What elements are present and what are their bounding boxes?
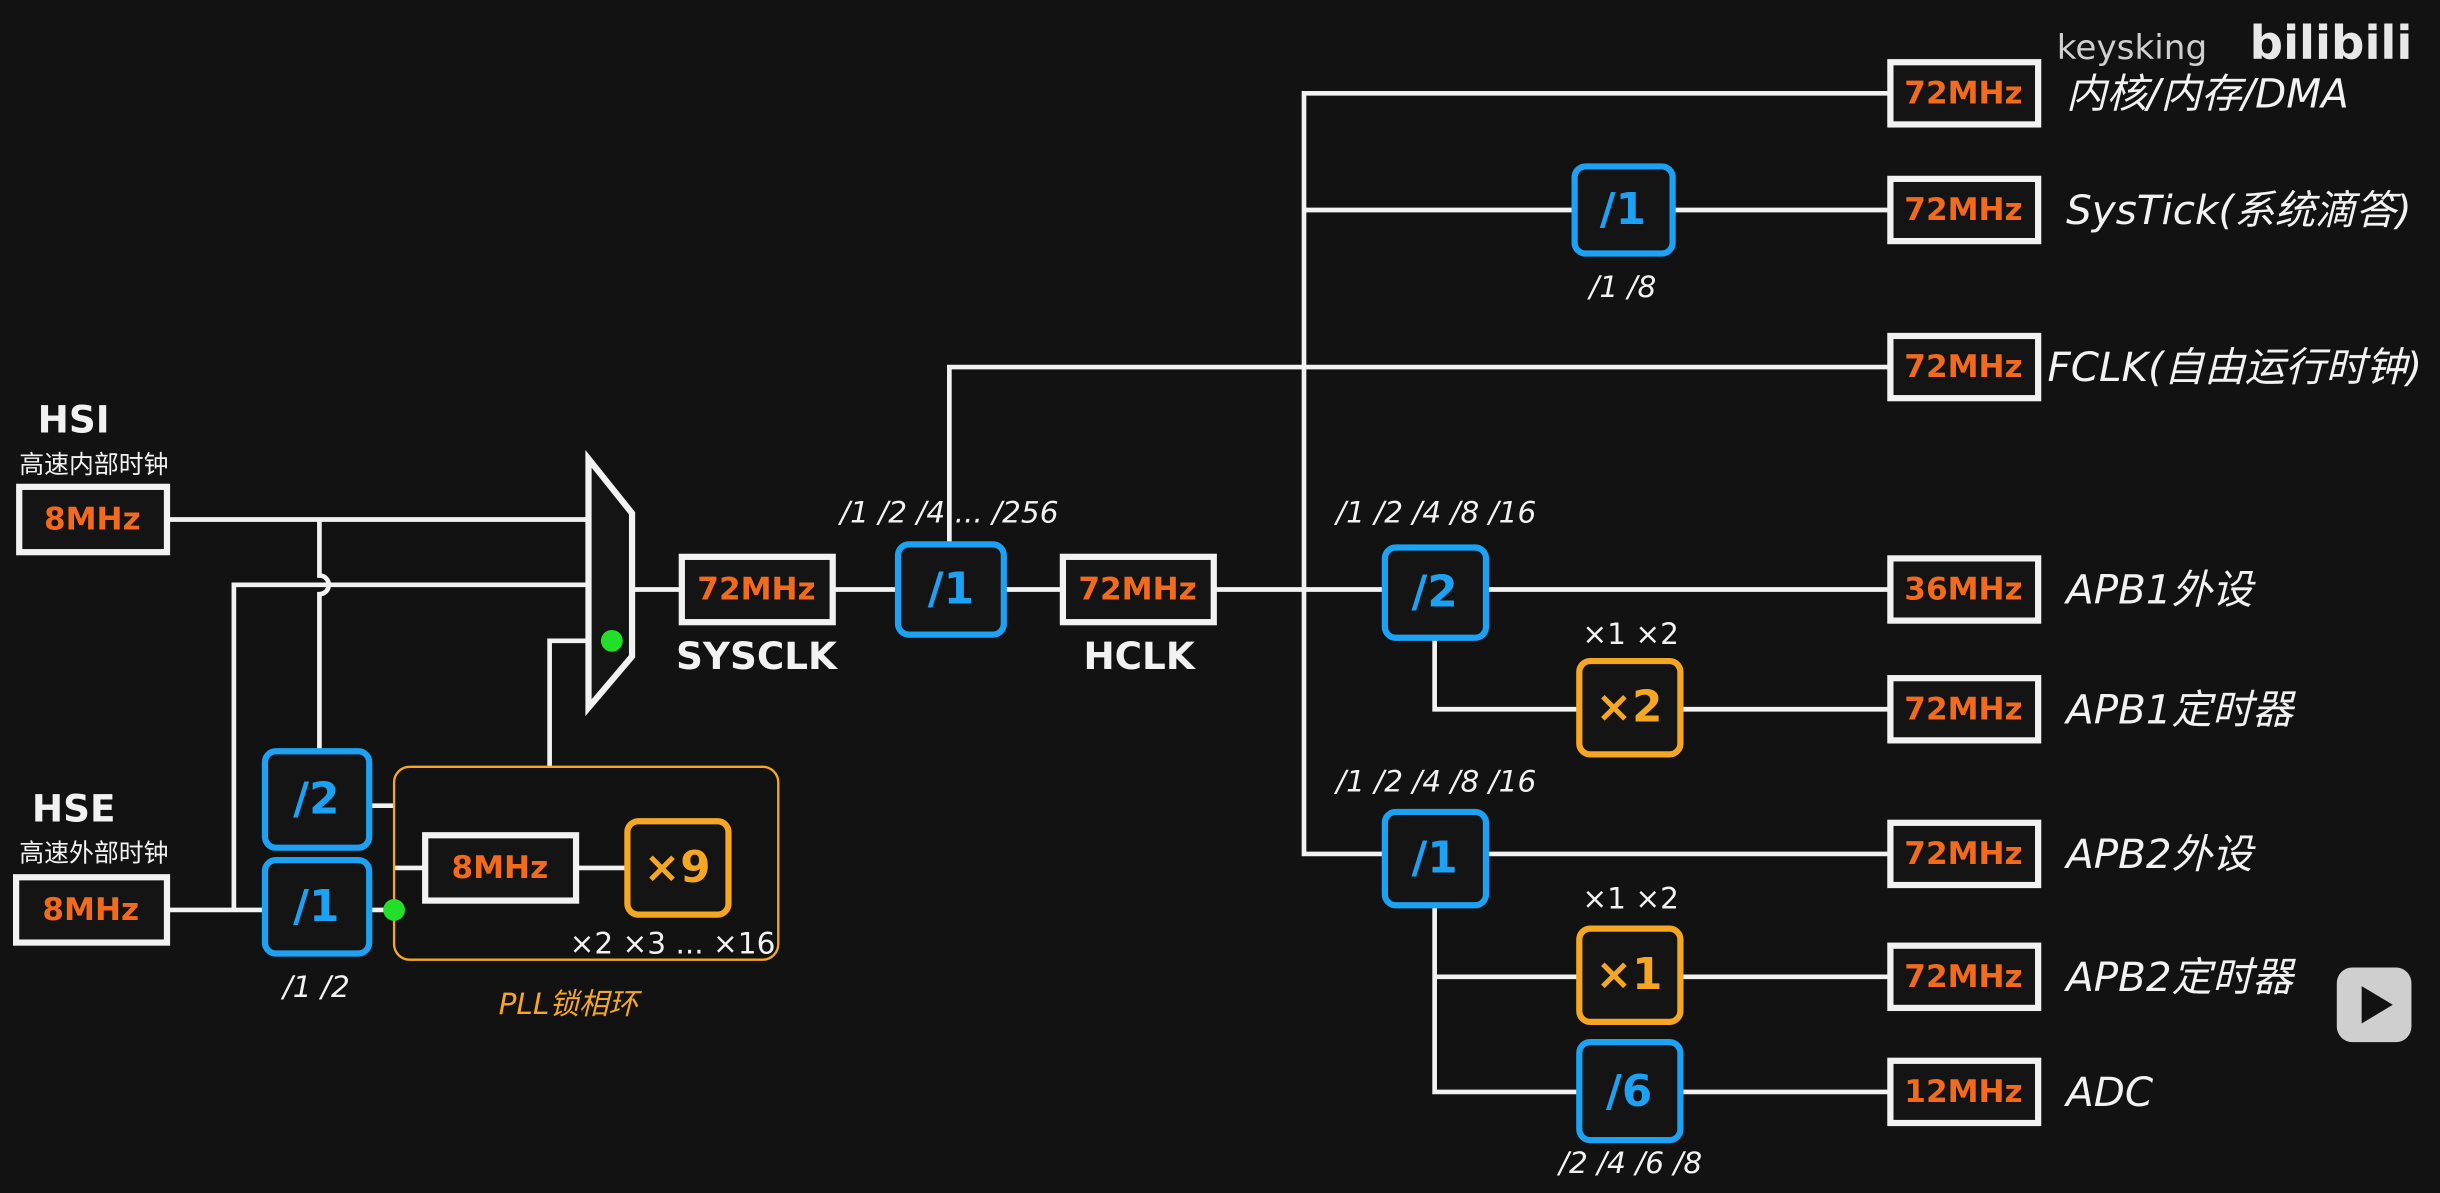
adc-div-box <box>1576 1039 1684 1144</box>
hsi-desc: 高速内部时钟 <box>19 450 168 479</box>
ahb-prescaler-options: /1 /2 /4 ... /256 <box>837 496 1058 530</box>
output-freq-box <box>1887 942 2042 1012</box>
hclk-freq: 72MHz <box>1078 572 1196 608</box>
pll-source-selected-dot <box>383 899 405 921</box>
bilibili-logo: bilibili <box>2250 17 2413 71</box>
apb2-timer-mul-value: ×1 <box>1596 950 1663 1000</box>
apb2-timer-mul-options: ×1 ×2 <box>1582 881 1679 915</box>
output-freq: 72MHz <box>1904 959 2022 995</box>
output-freq: 36MHz <box>1904 572 2022 608</box>
pll-input-freq: 8MHz <box>451 850 548 886</box>
ahb-prescaler-value: /1 <box>928 565 974 615</box>
output-freq: 72MHz <box>1904 836 2022 872</box>
output-label: ADC <box>2063 1068 2154 1116</box>
hclk-label: HCLK <box>1083 634 1196 678</box>
output-label: APB2外设 <box>2063 830 2256 878</box>
output-freq-box <box>1887 175 2042 245</box>
hse-prediv-value: /1 <box>293 882 339 932</box>
mux-selected-dot <box>600 629 623 652</box>
output-label: 内核/内存/DMA <box>2066 69 2349 117</box>
output-freq-box <box>1887 819 2042 889</box>
wires <box>166 90 1891 1095</box>
output-label: APB2定时器 <box>2063 953 2296 1001</box>
output-freq: 72MHz <box>1904 192 2022 228</box>
hsi-div-box <box>261 748 373 851</box>
hsi-div-value: /2 <box>293 774 339 824</box>
apb1-prescaler-options: /1 /2 /4 /8 /16 <box>1333 496 1536 530</box>
pll-input-box <box>422 832 580 904</box>
hse-desc: 高速外部时钟 <box>19 839 168 868</box>
pll-label: PLL锁相环 <box>499 987 643 1021</box>
sysclk-box <box>678 553 836 626</box>
output-label: FCLK(自由运行时钟) <box>2047 343 2422 391</box>
hclk-box <box>1059 553 1217 626</box>
output-freq-box <box>1887 59 2042 128</box>
output-label: SysTick(系统滴答) <box>2066 186 2412 234</box>
systick-div-box <box>1571 163 1676 257</box>
output-freq: 72MHz <box>1904 349 2022 385</box>
apb2-timer-mul-box <box>1576 925 1684 1026</box>
adc-div-options: /2 /4 /6 /8 <box>1556 1146 1702 1180</box>
apb1-timer-mul-options: ×1 ×2 <box>1582 617 1679 651</box>
hsi-freq: 8MHz <box>44 502 141 538</box>
output-freq-box <box>1887 1057 2042 1127</box>
output-label: APB1定时器 <box>2063 685 2296 733</box>
sysclk-mux <box>585 449 636 717</box>
hsi-box <box>16 483 171 556</box>
hse-prediv-box <box>261 857 373 957</box>
hse-freq: 8MHz <box>42 892 139 928</box>
watermark-author: keysking <box>2057 28 2207 68</box>
output-label: APB1外设 <box>2063 565 2256 613</box>
output-freq: 72MHz <box>1904 75 2022 111</box>
hse-box <box>13 874 171 946</box>
apb2-prescaler-box <box>1381 808 1490 909</box>
systick-div-value: /1 <box>1600 185 1646 235</box>
hsi-label: HSI <box>38 397 110 441</box>
hse-prediv-options: /1 /2 <box>280 970 350 1004</box>
output-freq: 72MHz <box>1904 691 2022 727</box>
apb2-prescaler-value: /1 <box>1412 834 1458 884</box>
adc-div-value: /6 <box>1606 1067 1652 1117</box>
output-freq-box <box>1887 675 2042 744</box>
output-freq: 12MHz <box>1904 1074 2022 1110</box>
sysclk-freq: 72MHz <box>697 572 815 608</box>
pll-mul-box <box>624 818 732 918</box>
pll-mul-options: ×2 ×3 ... ×16 <box>570 926 776 960</box>
play-icon[interactable] <box>2336 967 2412 1043</box>
apb1-timer-mul-box <box>1576 657 1684 758</box>
apb2-prescaler-options: /1 /2 /4 /8 /16 <box>1333 765 1536 799</box>
sysclk-label: SYSCLK <box>676 634 839 678</box>
pll-mul-value: ×9 <box>644 843 711 893</box>
output-freq-box <box>1887 555 2042 624</box>
pll-group <box>392 765 780 961</box>
apb1-timer-mul-value: ×2 <box>1596 683 1663 733</box>
ahb-prescaler-box <box>894 541 1007 638</box>
systick-div-options: /1 /8 <box>1586 270 1656 304</box>
apb1-prescaler-value: /2 <box>1412 568 1458 618</box>
apb1-prescaler-box <box>1381 544 1490 641</box>
hse-label: HSE <box>32 786 116 830</box>
output-freq-box <box>1887 332 2042 402</box>
